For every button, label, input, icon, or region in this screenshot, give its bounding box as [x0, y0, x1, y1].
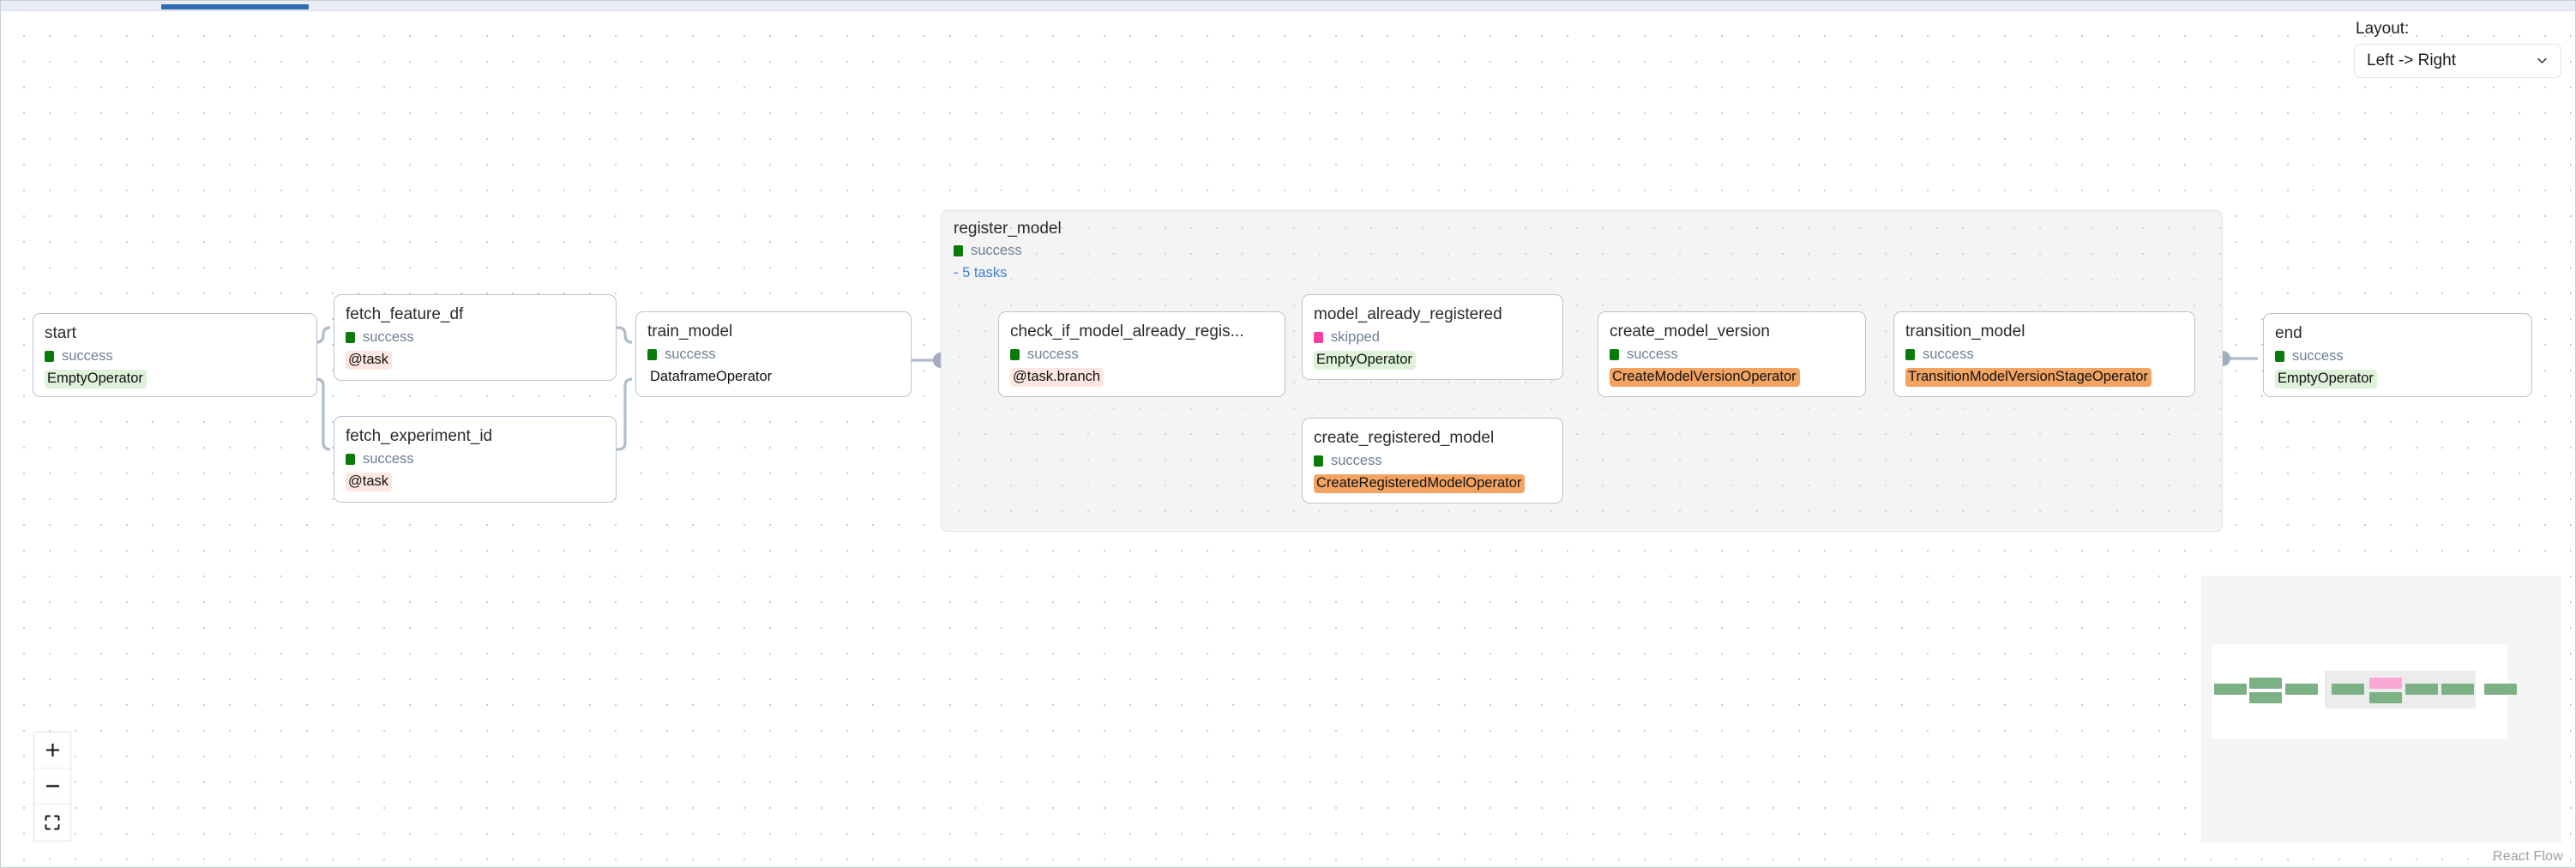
task-node-operator-badge: TransitionModelVersionStageOperator — [1905, 368, 2152, 387]
task-node-title: transition_model — [1905, 322, 2025, 341]
task-node-check_if_model_already_registered[interactable]: check_if_model_already_regis...success @t… — [998, 311, 1285, 397]
task-node-title: end — [2275, 324, 2302, 342]
minimap-node-fetch_feature_df — [2249, 678, 2282, 689]
task-node-state: success — [1010, 347, 1273, 362]
status-swatch-success — [1610, 349, 1619, 360]
plus-icon — [45, 742, 61, 758]
minimap-node-transition_model — [2441, 684, 2474, 695]
task-group-header: register_model success - 5 tasks — [954, 220, 1062, 280]
task-node-state-label: skipped — [1331, 329, 1380, 345]
task-node-operator-badge: @task — [346, 473, 393, 491]
task-node-title: fetch_feature_df — [346, 305, 464, 323]
task-node-state-label: success — [2292, 348, 2344, 364]
minimap-node-train_model — [2285, 684, 2318, 695]
zoom-in-button[interactable] — [34, 732, 70, 769]
task-group-task-count[interactable]: - 5 tasks — [954, 265, 1008, 280]
minimap[interactable] — [2201, 576, 2561, 843]
task-node-operator-badge: CreateModelVersionOperator — [1610, 368, 1800, 387]
task-node-state: success — [1314, 454, 1551, 468]
status-swatch-success — [346, 454, 355, 465]
task-node-state-label: success — [1627, 347, 1678, 362]
status-swatch-success — [2275, 351, 2284, 362]
task-node-title: create_model_version — [1610, 322, 1770, 341]
task-node-state-label: success — [363, 329, 414, 345]
task-node-title: fetch_experiment_id — [346, 427, 493, 445]
status-swatch-success — [346, 332, 355, 343]
minimap-node-create_model_version — [2405, 684, 2438, 695]
task-node-operator-badge: EmptyOperator — [45, 370, 147, 389]
layout-panel: Layout: Left -> RightRight -> LeftTop ->… — [2354, 20, 2561, 78]
task-node-state: success — [346, 330, 605, 345]
task-node-title: check_if_model_already_regis... — [1010, 322, 1244, 341]
task-node-state: success — [647, 347, 900, 362]
status-swatch-skipped — [1314, 332, 1323, 343]
task-node-state-label: success — [1027, 347, 1079, 362]
react-flow-attribution[interactable]: React Flow — [2492, 849, 2563, 864]
minimap-node-create_registered — [2369, 692, 2402, 703]
task-node-state: success — [1610, 347, 1854, 362]
task-group-title: register_model — [954, 220, 1062, 238]
task-node-operator-badge: DataframeOperator — [650, 369, 773, 384]
minus-icon — [45, 778, 61, 794]
minimap-node-start — [2214, 684, 2247, 695]
react-flow-canvas[interactable]: register_model success - 5 tasks start su… — [1, 11, 2575, 867]
task-node-title: train_model — [647, 322, 733, 341]
status-swatch-success — [954, 245, 963, 256]
layout-label: Layout: — [2356, 20, 2410, 38]
minimap-node-model_already_reg — [2369, 678, 2402, 689]
fit-view-icon — [45, 815, 60, 830]
task-node-state: success — [346, 452, 605, 467]
task-node-state-label: success — [1331, 453, 1382, 468]
task-node-state-label: success — [62, 348, 113, 364]
status-swatch-success — [647, 349, 657, 360]
task-node-state-label: success — [665, 347, 716, 362]
task-node-state: success — [1905, 347, 2183, 362]
task-node-state: skipped — [1314, 330, 1551, 345]
task-node-state-label: success — [363, 451, 414, 467]
task-node-operator-badge: EmptyOperator — [1314, 351, 1416, 370]
task-node-operator-badge: @task.branch — [1010, 368, 1104, 387]
task-node-operator-badge: @task — [346, 351, 393, 370]
status-swatch-success — [45, 351, 54, 362]
task-node-state: success — [2275, 349, 2520, 364]
minimap-node-end — [2484, 684, 2517, 695]
layout-select-wrapper: Left -> RightRight -> LeftTop -> BottomB… — [2354, 44, 2561, 78]
status-swatch-success — [1905, 349, 1915, 360]
layout-direction-select[interactable]: Left -> RightRight -> LeftTop -> BottomB… — [2354, 44, 2561, 78]
tab-strip — [1, 1, 2575, 11]
task-node-state: success — [45, 349, 305, 364]
task-node-title: start — [45, 324, 76, 342]
active-tab-indicator[interactable] — [161, 4, 309, 9]
zoom-out-button[interactable] — [34, 769, 70, 805]
task-node-state-label: success — [1923, 347, 1974, 362]
task-node-operator-badge: CreateRegisteredModelOperator — [1314, 474, 1526, 493]
task-node-title: create_registered_model — [1314, 429, 1495, 447]
task-group-state-label: success — [971, 243, 1022, 258]
minimap-node-check_if_model — [2332, 684, 2364, 695]
status-swatch-success — [1010, 349, 1020, 360]
task-node-operator-badge: EmptyOperator — [2275, 370, 2377, 389]
status-swatch-success — [1314, 455, 1323, 467]
fit-view-button[interactable] — [34, 805, 70, 841]
task-group-state: success — [954, 244, 1062, 258]
task-node-title: model_already_registered — [1314, 305, 1502, 323]
zoom-controls — [33, 732, 71, 841]
minimap-node-fetch_experiment_id — [2249, 692, 2282, 703]
